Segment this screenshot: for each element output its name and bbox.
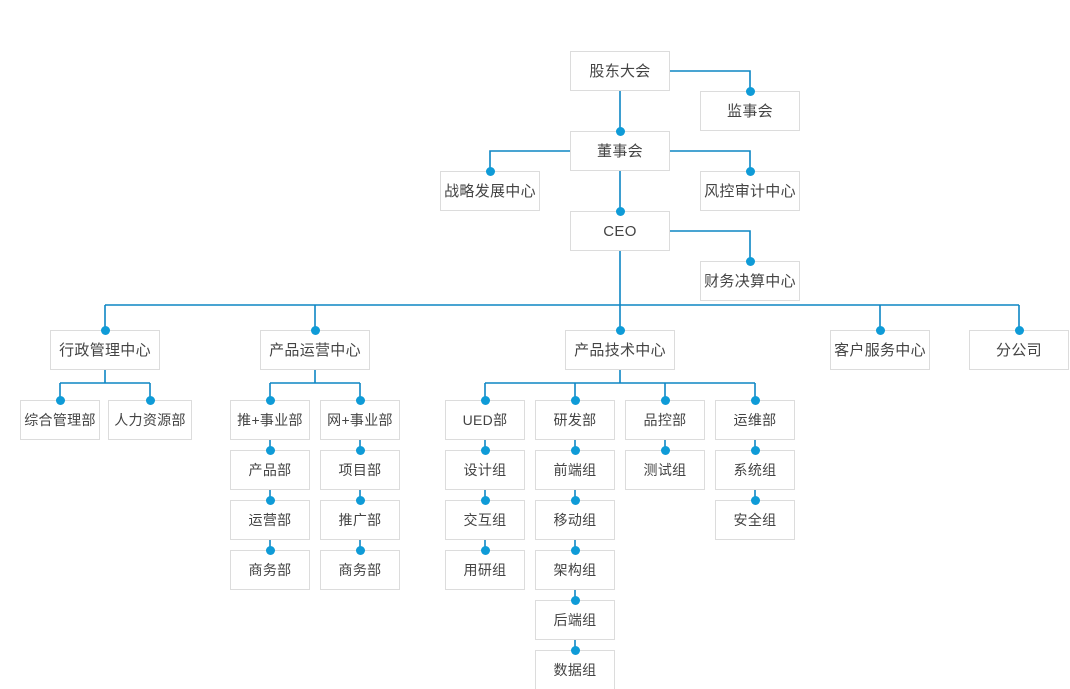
connector-dot <box>485 166 495 176</box>
node-branch-company[interactable]: 分公司 <box>969 330 1069 370</box>
node-product-operations-center[interactable]: 产品运营中心 <box>260 330 370 370</box>
connector-dot <box>750 445 760 455</box>
node-customer-service-center[interactable]: 客户服务中心 <box>830 330 930 370</box>
node-design-group[interactable]: 设计组 <box>445 450 525 490</box>
node-interaction-group[interactable]: 交互组 <box>445 500 525 540</box>
node-strategy-development-center[interactable]: 战略发展中心 <box>440 171 540 211</box>
connector-dot <box>480 395 490 405</box>
node-backend-group[interactable]: 后端组 <box>535 600 615 640</box>
node-mobile-group[interactable]: 移动组 <box>535 500 615 540</box>
connector-dot <box>570 545 580 555</box>
node-risk-audit-center[interactable]: 风控审计中心 <box>700 171 800 211</box>
node-operations-dept[interactable]: 运营部 <box>230 500 310 540</box>
connector-dot <box>570 495 580 505</box>
node-business-dept-tui[interactable]: 商务部 <box>230 550 310 590</box>
node-admin-management-center[interactable]: 行政管理中心 <box>50 330 160 370</box>
node-shareholders-meeting[interactable]: 股东大会 <box>570 51 670 91</box>
connector-dot <box>660 395 670 405</box>
node-tui-plus-business-unit[interactable]: 推+事业部 <box>230 400 310 440</box>
connector-dot <box>615 206 625 216</box>
connector-dot <box>480 545 490 555</box>
connector-dot <box>265 395 275 405</box>
connector-dot <box>745 86 755 96</box>
node-finance-settlement-center[interactable]: 财务决算中心 <box>700 261 800 301</box>
connector-dot <box>615 325 625 335</box>
connector-dot <box>745 166 755 176</box>
node-general-management-dept[interactable]: 综合管理部 <box>20 400 100 440</box>
connector-dot <box>480 495 490 505</box>
node-wang-plus-business-unit[interactable]: 网+事业部 <box>320 400 400 440</box>
node-quality-control-dept[interactable]: 品控部 <box>625 400 705 440</box>
node-security-group[interactable]: 安全组 <box>715 500 795 540</box>
connector-dot <box>570 595 580 605</box>
connector-dot <box>750 395 760 405</box>
node-project-dept[interactable]: 项目部 <box>320 450 400 490</box>
connector-dot <box>265 445 275 455</box>
connector-dot <box>750 495 760 505</box>
connector-dot <box>875 325 885 335</box>
node-business-dept-wang[interactable]: 商务部 <box>320 550 400 590</box>
connector-dot <box>1014 325 1024 335</box>
connector-dot <box>570 395 580 405</box>
node-human-resources-dept[interactable]: 人力资源部 <box>108 400 192 440</box>
connector-dot <box>355 545 365 555</box>
node-supervisory-board[interactable]: 监事会 <box>700 91 800 131</box>
node-product-dept[interactable]: 产品部 <box>230 450 310 490</box>
connector-dot <box>570 645 580 655</box>
connector-dot <box>265 495 275 505</box>
connector-dot <box>480 445 490 455</box>
connector-dot <box>55 395 65 405</box>
node-promotion-dept[interactable]: 推广部 <box>320 500 400 540</box>
connector-dot <box>355 495 365 505</box>
node-data-group[interactable]: 数据组 <box>535 650 615 689</box>
node-test-group[interactable]: 测试组 <box>625 450 705 490</box>
node-product-technology-center[interactable]: 产品技术中心 <box>565 330 675 370</box>
connector-dot <box>265 545 275 555</box>
node-user-research-group[interactable]: 用研组 <box>445 550 525 590</box>
connector-dot <box>355 395 365 405</box>
node-ceo[interactable]: CEO <box>570 211 670 251</box>
node-rd-dept[interactable]: 研发部 <box>535 400 615 440</box>
node-frontend-group[interactable]: 前端组 <box>535 450 615 490</box>
node-ued-dept[interactable]: UED部 <box>445 400 525 440</box>
node-architecture-group[interactable]: 架构组 <box>535 550 615 590</box>
node-system-group[interactable]: 系统组 <box>715 450 795 490</box>
connector-dot <box>660 445 670 455</box>
connector-dot <box>615 126 625 136</box>
node-board-of-directors[interactable]: 董事会 <box>570 131 670 171</box>
connector-dot <box>570 445 580 455</box>
connector-dot <box>145 395 155 405</box>
connector-dot <box>310 325 320 335</box>
connector-dot <box>355 445 365 455</box>
node-devops-dept[interactable]: 运维部 <box>715 400 795 440</box>
connector-dot <box>100 325 110 335</box>
connector-dot <box>745 256 755 266</box>
